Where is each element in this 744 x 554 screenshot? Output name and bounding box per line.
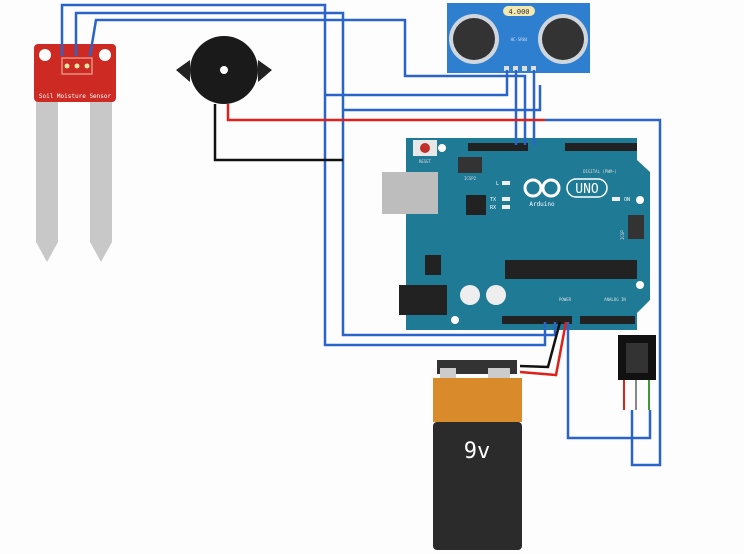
- icsp2-label: ICSP2: [464, 176, 477, 181]
- wire-us-1: [325, 70, 509, 97]
- crystal-label: 4.000: [508, 8, 529, 16]
- wire-buzzer-gnd: [213, 104, 343, 162]
- battery-9v: 9v: [433, 360, 522, 550]
- arduino-brand: Arduino: [529, 201, 555, 208]
- wire-sensor-signal: [88, 18, 527, 145]
- analog-label: ANALOG IN: [604, 297, 626, 302]
- led-rx-label: RX: [490, 205, 496, 211]
- led-on-label: ON: [624, 197, 630, 203]
- wire-sensor-vcc: [60, 3, 547, 347]
- battery-label: 9v: [464, 439, 491, 464]
- uno-label: UNO: [575, 182, 599, 197]
- wire-buzzer-positive: [226, 104, 545, 122]
- wire-ir-power: [545, 118, 662, 467]
- wire-battery-positive: [519, 321, 568, 377]
- soil-sensor-label: Soil Moisture Sensor: [39, 93, 112, 100]
- arduino-logo: UNO Arduino: [523, 178, 608, 208]
- wire-battery-negative: [519, 321, 562, 369]
- arduino-uno: RESET ICSP2 DIGITAL (PWM~) L TX RX UNO A…: [382, 138, 650, 330]
- reset-label: RESET: [419, 159, 432, 164]
- soil-moisture-sensor: Soil Moisture Sensor: [34, 44, 116, 262]
- led-l-label: L: [496, 181, 499, 187]
- led-tx-label: TX: [490, 197, 496, 203]
- model-label: HC-SR04: [511, 37, 528, 42]
- wires: [60, 3, 662, 467]
- digital-label: DIGITAL (PWM~): [583, 169, 617, 174]
- wire-us-4: [343, 85, 542, 112]
- ultrasonic-sensor: 4.000 HC-SR04: [447, 3, 590, 73]
- wire-sensor-gnd: [74, 11, 557, 337]
- ir-receiver: [618, 335, 656, 410]
- power-label: POWER: [559, 297, 572, 302]
- icsp-label: ICSP: [620, 230, 625, 240]
- piezo-buzzer: [176, 36, 272, 104]
- wire-ir-gnd: [566, 322, 652, 440]
